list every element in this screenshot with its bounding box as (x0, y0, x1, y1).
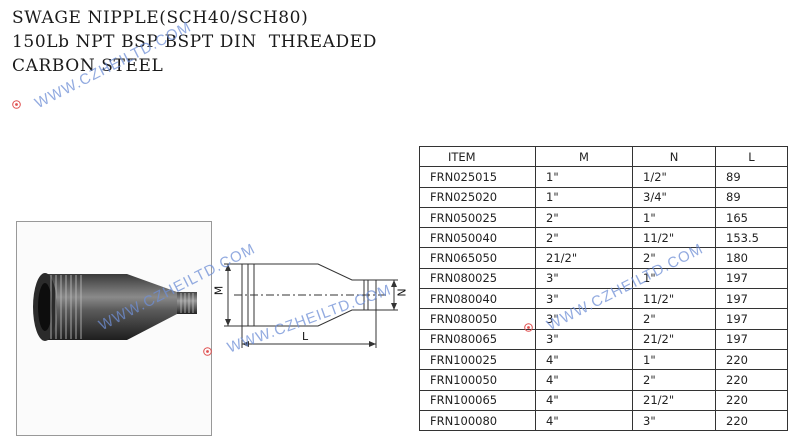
cell-n: 3" (632, 409, 716, 432)
title-block: SWAGE NIPPLE(SCH40/SCH80) 150Lb NPT BSP … (12, 6, 377, 78)
title-spec: 150Lb NPT BSP BSPT DIN THREADED (12, 32, 377, 52)
column-header-item: ITEM (419, 145, 536, 168)
cell-n: 21/2" (632, 328, 716, 350)
cell-n: 1/2" (632, 166, 716, 188)
cell-n: 1" (632, 348, 716, 371)
cell-m: 3" (535, 308, 633, 330)
table-header-row: ITEM M N L (419, 145, 788, 168)
cell-item: FRN065050 (419, 247, 536, 269)
cell-m: 4" (535, 409, 633, 432)
cell-m: 2" (535, 206, 633, 229)
cell-l: 89 (715, 186, 788, 208)
dim-label-m: M (212, 285, 226, 296)
column-header-l: L (715, 145, 788, 168)
cell-m: 4" (535, 369, 633, 391)
cell-item: FRN100065 (419, 389, 536, 411)
cell-n: 21/2" (632, 389, 716, 411)
cell-l: 165 (715, 206, 788, 229)
cell-item: FRN100025 (419, 348, 536, 371)
cell-m: 4" (535, 389, 633, 411)
cell-m: 3" (535, 328, 633, 350)
cell-m: 4" (535, 348, 633, 371)
cell-item: FRN080050 (419, 308, 536, 330)
cell-l: 197 (715, 267, 788, 290)
dimension-drawing: M N L (212, 244, 410, 356)
cell-l: 180 (715, 247, 788, 269)
cell-n: 11/2" (632, 227, 716, 249)
cell-n: 1" (632, 206, 716, 229)
cell-n: 2" (632, 308, 716, 330)
column-header-n: N (632, 145, 716, 168)
cell-l: 220 (715, 369, 788, 391)
watermark-logo-icon (524, 323, 533, 332)
cell-l: 153.5 (715, 227, 788, 249)
cell-n: 11/2" (632, 288, 716, 310)
swage-nipple-photo-icon (33, 273, 197, 341)
cell-l: 220 (715, 409, 788, 432)
cell-n: 2" (632, 369, 716, 391)
cell-m: 21/2" (535, 247, 633, 269)
cell-item: FRN080025 (419, 267, 536, 290)
cell-m: 2" (535, 227, 633, 249)
cell-item: FRN080040 (419, 288, 536, 310)
cell-l: 89 (715, 166, 788, 188)
cell-l: 220 (715, 389, 788, 411)
cell-item: FRN050040 (419, 227, 536, 249)
cell-l: 197 (715, 308, 788, 330)
cell-item: FRN050025 (419, 206, 536, 229)
title-material: CARBON STEEL (12, 56, 164, 76)
watermark-logo-icon (203, 347, 212, 356)
cell-item: FRN080065 (419, 328, 536, 350)
cell-m: 1" (535, 166, 633, 188)
cell-n: 3/4" (632, 186, 716, 208)
watermark-logo-icon (12, 100, 21, 109)
cell-l: 220 (715, 348, 788, 371)
product-photo (16, 221, 212, 436)
cell-item: FRN100050 (419, 369, 536, 391)
cell-m: 1" (535, 186, 633, 208)
cell-item: FRN025020 (419, 186, 536, 208)
dim-label-l: L (302, 330, 309, 343)
cell-item: FRN100080 (419, 409, 536, 432)
column-header-m: M (535, 145, 633, 168)
title-product: SWAGE NIPPLE(SCH40/SCH80) (12, 8, 309, 28)
cell-item: FRN025015 (419, 166, 536, 188)
cell-l: 197 (715, 288, 788, 310)
dim-label-n: N (395, 288, 409, 297)
cell-l: 197 (715, 328, 788, 350)
